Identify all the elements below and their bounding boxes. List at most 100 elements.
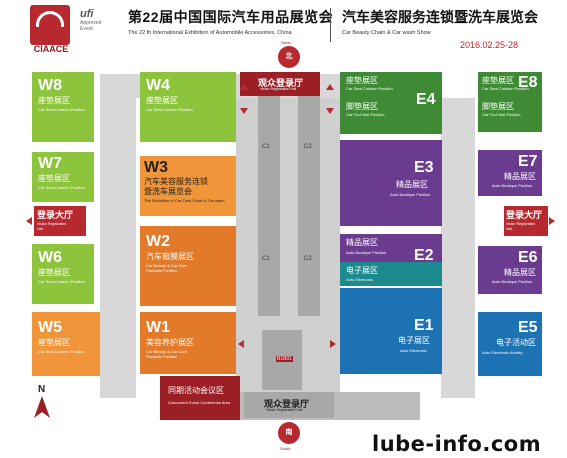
registration-hall-bottom[interactable]: 观众登录厅 Visitor Registration Hall — [244, 392, 334, 418]
hall-e4-en-bot: Car Foot Mat Pavilion — [346, 112, 385, 117]
hall-w3-cn2: 暨洗车展览会 — [144, 187, 192, 196]
hall-w5[interactable]: W5 座垫展区 Car Seat Cushion Pavilion — [32, 312, 100, 376]
hall-w2-cn: 汽车窗膜展区 — [146, 252, 194, 261]
hall-w6[interactable]: W6 座垫展区 Car Seat Cushion Pavilion — [32, 244, 94, 304]
hall-w3[interactable]: W3 汽车美容服务连锁 暨洗车展览会 The Exhibition of Car… — [140, 156, 236, 216]
conference-area[interactable]: 同期活动会议区 Concurrent Event Conference Area — [160, 376, 240, 420]
hall-w5-code: W5 — [38, 319, 62, 336]
hall-e2-top[interactable]: 精品展区 Auto Boutique Pavilion E2 — [340, 234, 442, 262]
hall-w1-en1: Car Beauty & Car Care — [146, 349, 188, 354]
hall-e2-cn-top: 精品展区 — [346, 238, 378, 247]
south-label: South — [280, 446, 291, 451]
hall-e8-cn-bot: 脚垫展区 — [482, 102, 514, 111]
corridor-arrow-6 — [330, 340, 336, 348]
hall-w7[interactable]: W7 座垫展区 Car Seat Cushion Pavilion — [32, 152, 94, 202]
hall-w4[interactable]: W4 座垫展区 Car Seat Cushion Pavilion — [140, 72, 236, 142]
hall-e4-cn-bot: 脚垫展区 — [346, 102, 378, 111]
ufi-sub-1: Approved — [80, 20, 102, 26]
hall-w5-en: Car Seat Cushion Pavilion — [38, 349, 85, 354]
hall-w2-en2: Products Pavilion — [146, 268, 177, 273]
hall-e3[interactable]: E3 精品展区 Auto Boutique Pavilion — [340, 140, 442, 226]
hall-w7-cn: 座垫展区 — [38, 174, 70, 183]
registration-bottom-en: Visitor Registration Hall — [266, 408, 303, 412]
hall-e8-cn-top: 座垫展区 — [482, 76, 514, 85]
corridor-arrow-4 — [326, 108, 334, 114]
ufi-logo: ufi Approved Event — [80, 8, 110, 36]
registration-hall-right[interactable]: 登录大厅 Visitor Registration Hall — [504, 206, 548, 236]
hall-w1[interactable]: W1 美容养护展区 Car Beauty & Car Care Products… — [140, 312, 236, 374]
corridor-arrow-2 — [326, 84, 334, 90]
east-corridor — [441, 98, 475, 398]
corridor-arrow-5 — [238, 340, 244, 348]
registration-right-cn: 登录大厅 — [506, 210, 543, 220]
hall-e1[interactable]: E1 电子展区 Auto Electronic — [340, 288, 442, 374]
registration-hall-top[interactable]: 观众登录厅 Visitor Registration Hall — [240, 72, 320, 96]
header: CIAACE ufi Approved Event 第22届中国国际汽车用品展览… — [0, 0, 567, 62]
conference-cn: 同期活动会议区 — [168, 386, 224, 395]
north-entrance[interactable]: 北 — [278, 46, 300, 68]
hall-w2-en1: Car Beauty & Car Care — [146, 263, 188, 268]
hall-e4-en-top: Car Seat Cushion Pavilion — [346, 86, 393, 91]
header-divider — [330, 8, 331, 42]
hall-e2-en-bot: Auto Electronic — [346, 277, 373, 282]
hall-e2-bottom[interactable]: 电子展区 Auto Electronic — [340, 262, 442, 286]
registration-right-en-2: Hall — [506, 227, 513, 231]
hall-e8[interactable]: E8 座垫展区 Car Seat Cushion Pavilion 脚垫展区 C… — [478, 72, 542, 132]
hall-e8-en-top: Car Seat Cushion Pavilion — [482, 86, 529, 91]
hall-e4-code: E4 — [416, 91, 436, 108]
corridor-label-c2: C2 — [304, 144, 312, 150]
registration-top-cn: 观众登录厅 — [258, 78, 304, 88]
compass-label: N — [38, 384, 46, 395]
hall-w5-cn: 座垫展区 — [38, 338, 70, 347]
registration-left-en-1: Visitor Registration — [37, 222, 67, 226]
logo-text: CIAACE — [33, 44, 69, 54]
hall-w8[interactable]: W8 座垫展区 Car Seat Cushion Pavilion — [32, 72, 94, 142]
hall-e3-cn: 精品展区 — [396, 180, 428, 189]
hall-e8-code: E8 — [518, 74, 538, 91]
hall-e7-en: Auto Boutique Pavilion — [492, 183, 533, 188]
hall-e1-cn: 电子展区 — [398, 336, 430, 345]
hall-e5[interactable]: E5 电子活动区 Auto Electronic Activity — [478, 312, 542, 376]
hall-w1-cn: 美容养护展区 — [146, 338, 194, 347]
car-icon — [36, 11, 64, 27]
hall-w7-en: Car Seat Cushion Pavilion — [38, 185, 85, 190]
hall-e8-en-bot: Car Foot Mat Pavilion — [482, 112, 521, 117]
hall-w8-cn: 座垫展区 — [38, 96, 70, 105]
hall-w1-code: W1 — [146, 319, 170, 336]
right-entrance-arrow — [549, 217, 555, 225]
hall-w6-cn: 座垫展区 — [38, 268, 70, 277]
hall-e6[interactable]: E6 精品展区 Auto Boutique Pavilion — [478, 246, 542, 294]
corridor-label-c2b: C2 — [304, 256, 312, 262]
north-label: North — [281, 40, 291, 45]
hall-w8-code: W8 — [38, 77, 62, 94]
title-en: The 22 th International Exhibition of Au… — [128, 30, 292, 36]
title-cn: 第22届中国国际汽车用品展览会 — [128, 9, 334, 25]
west-corridor — [100, 98, 136, 398]
hall-e5-en: Auto Electronic Activity — [482, 350, 523, 355]
hall-e2-cn-bot: 电子展区 — [346, 266, 378, 275]
hall-e4[interactable]: 座垫展区 Car Seat Cushion Pavilion E4 脚垫展区 C… — [340, 72, 442, 134]
watermark: lube-info.com — [372, 432, 542, 456]
hall-w2[interactable]: W2 汽车窗膜展区 Car Beauty & Car Care Products… — [140, 226, 236, 306]
registration-top-en: Visitor Registration Hall — [260, 87, 297, 91]
hall-e3-code: E3 — [414, 159, 434, 176]
hall-w3-en: The Exhibition of Car Care Chain & Car w… — [144, 198, 225, 203]
hall-e7[interactable]: E7 精品展区 Auto Boutique Pavilion — [478, 150, 542, 196]
south-entrance[interactable]: 南 — [278, 422, 300, 444]
hall-e1-code: E1 — [414, 317, 434, 334]
hall-w4-code: W4 — [146, 77, 170, 94]
registration-hall-left[interactable]: 登录大厅 Visitor Registration Hall — [34, 206, 86, 236]
corridor-label-c1b: C1 — [262, 256, 270, 262]
corridor-arrow-1 — [240, 84, 248, 90]
hall-e5-code: E5 — [518, 319, 538, 336]
registration-left-en-2: Hall — [37, 227, 44, 231]
hall-w8-en: Car Seat Cushion Pavilion — [38, 107, 85, 112]
hall-w4-cn: 座垫展区 — [146, 96, 178, 105]
title2-cn: 汽车美容服务连锁暨洗车展览会 — [342, 9, 538, 25]
hall-e6-cn: 精品展区 — [504, 268, 536, 277]
hall-w2-code: W2 — [146, 233, 170, 250]
hall-w1-en2: Products Pavilion — [146, 354, 177, 359]
hall-w6-code: W6 — [38, 249, 62, 266]
corridor-block-1 — [258, 96, 280, 316]
